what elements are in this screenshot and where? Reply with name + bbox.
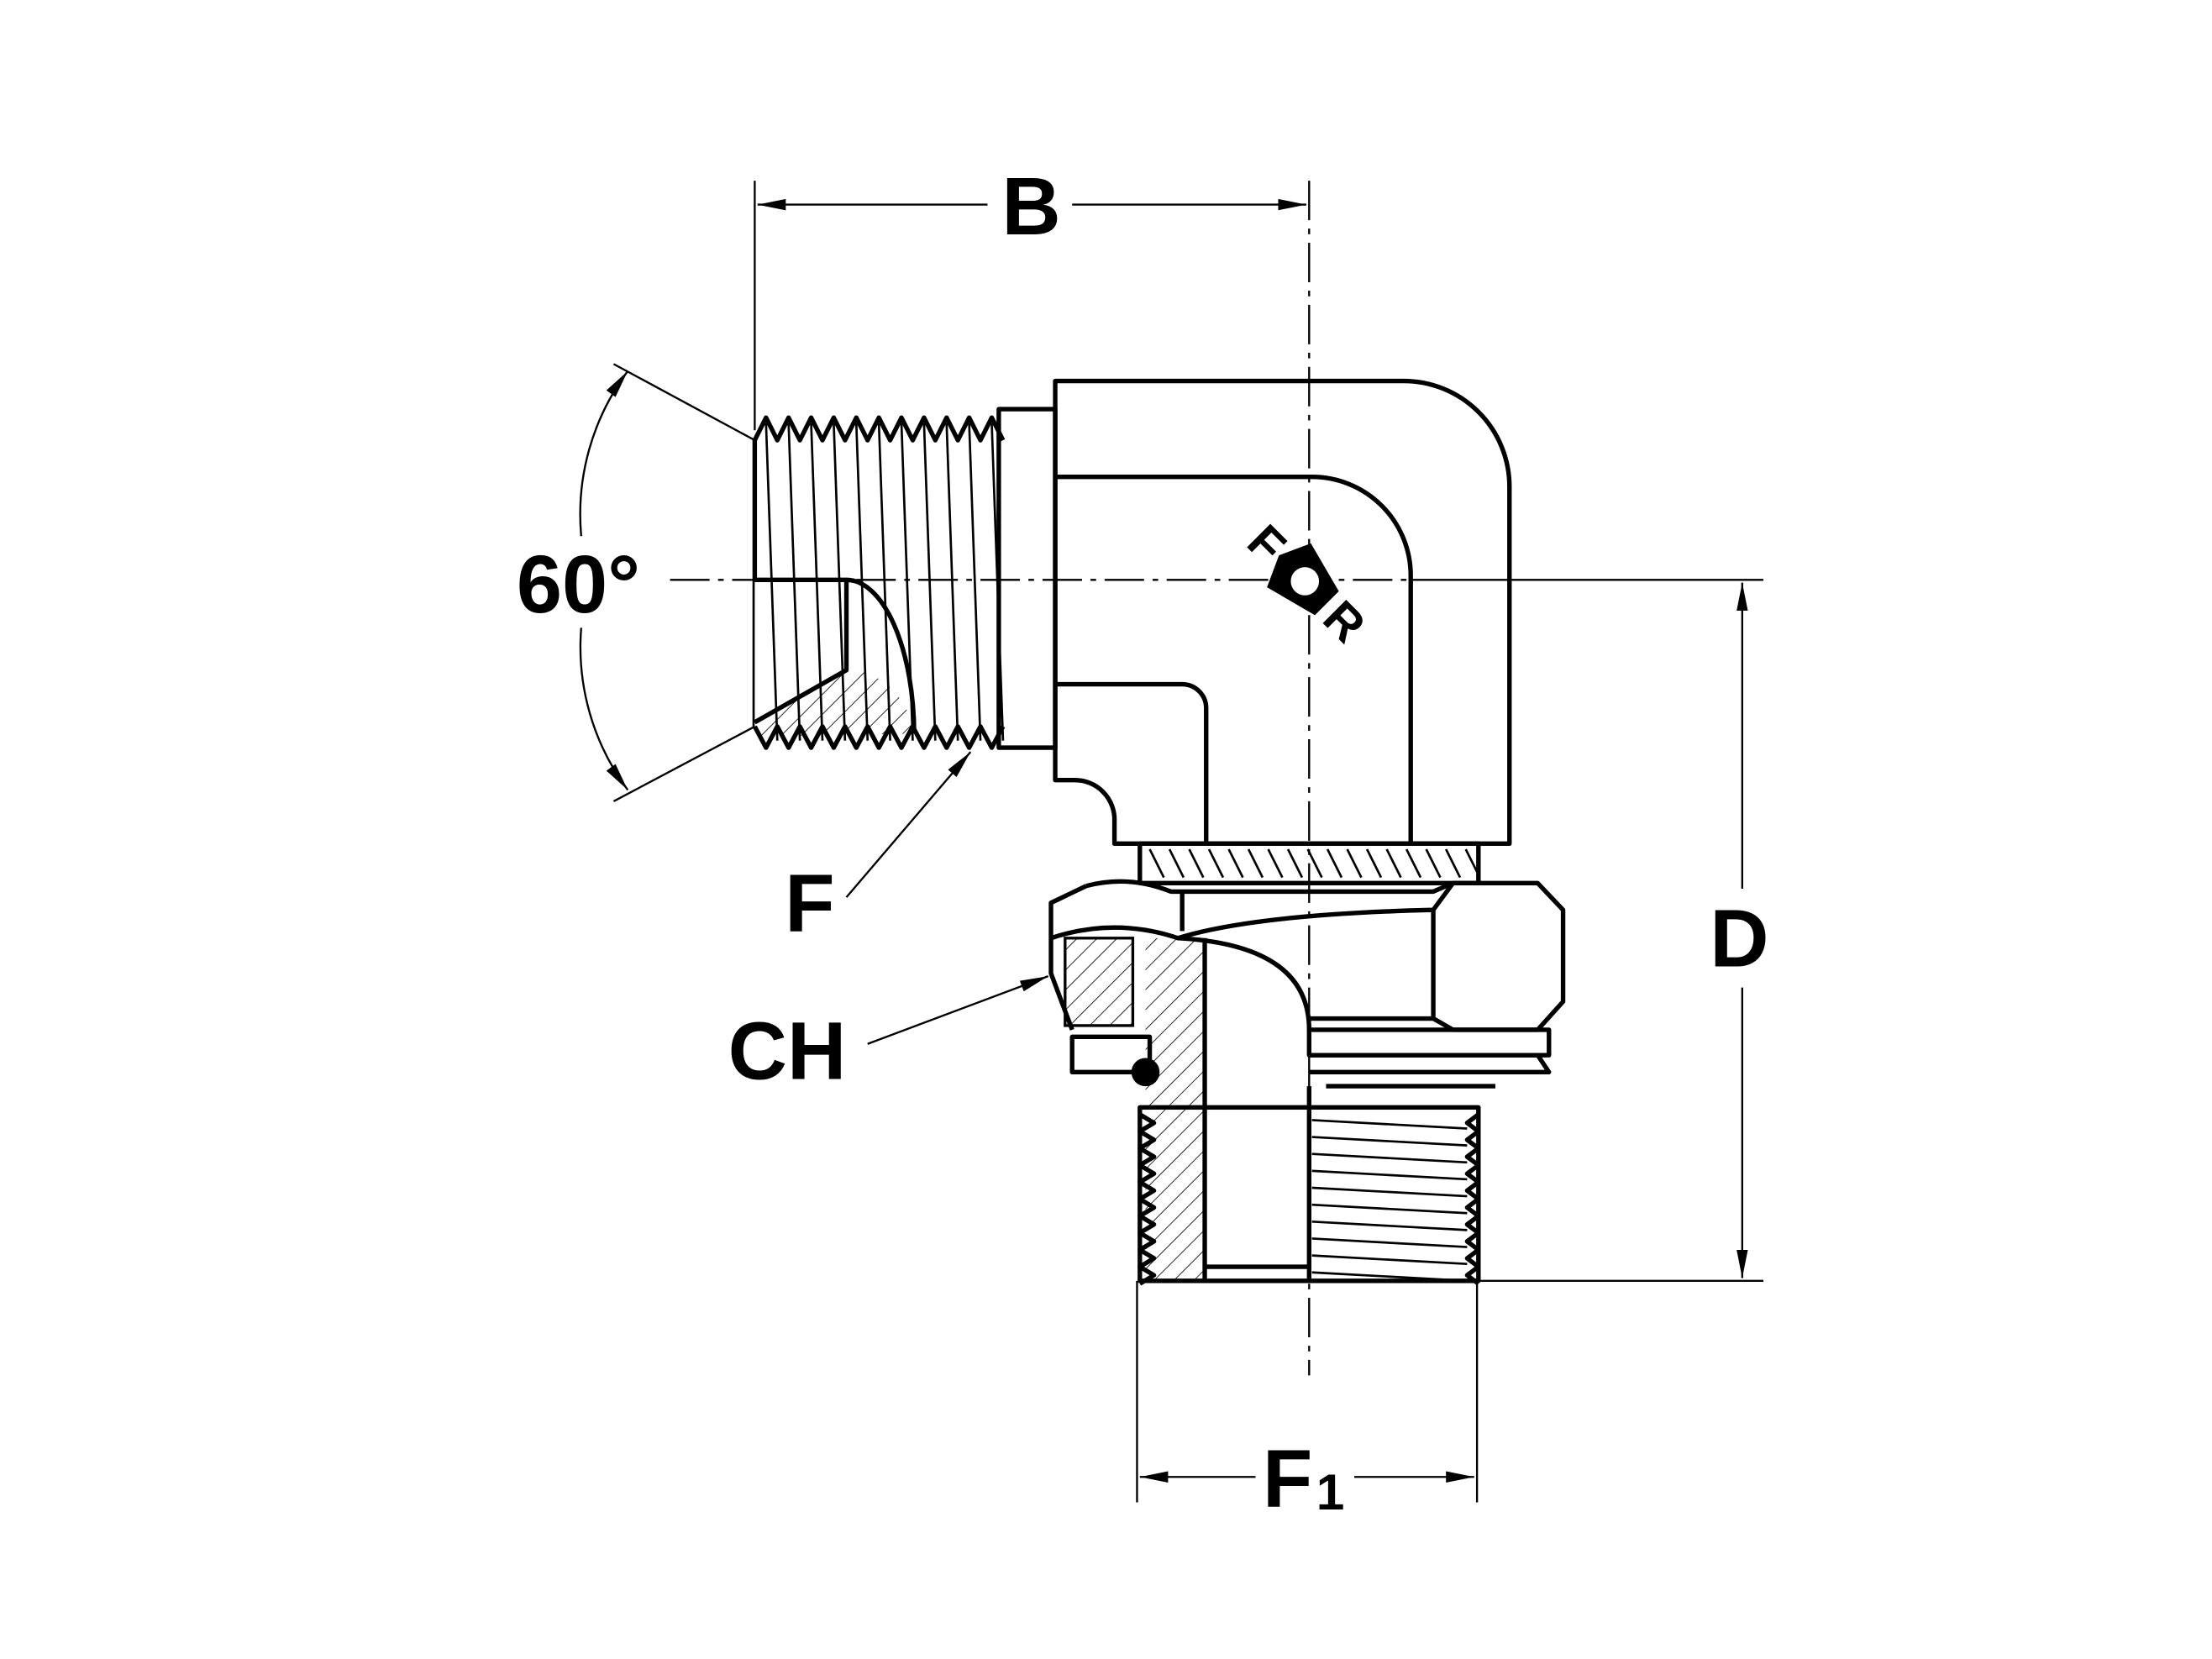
thread-line	[1346, 848, 1363, 879]
locknut-hex	[1048, 841, 1566, 1032]
thread-line	[1385, 848, 1402, 879]
centerlines	[670, 181, 1411, 1376]
thread-line	[1247, 848, 1264, 879]
thread-line	[877, 423, 891, 741]
thread-line	[1286, 848, 1304, 879]
leader-f: F	[785, 751, 972, 948]
thread-line	[1326, 848, 1343, 879]
dimension-d-label: D	[1710, 892, 1768, 984]
hex-ch-label: CH	[728, 1005, 847, 1097]
thread-line	[1306, 848, 1323, 879]
thread-line	[1138, 1112, 1157, 1286]
brand-logo: F R	[1237, 515, 1375, 654]
thread-line	[1311, 1254, 1468, 1266]
thread-line	[900, 423, 914, 741]
elbow-body	[1053, 378, 1512, 846]
angle-label: 60°	[517, 538, 640, 630]
thread-line	[990, 423, 1005, 741]
thread-line	[1311, 1203, 1468, 1215]
thread-line	[833, 423, 847, 741]
thread-line	[854, 423, 870, 741]
thread-line	[1267, 848, 1284, 879]
dimension-f1-subscript: 1	[1316, 1463, 1345, 1520]
thread-line	[1444, 848, 1462, 879]
thread-f-label: F	[785, 857, 834, 948]
dimension-b: B	[754, 160, 1306, 431]
thread-line	[1311, 1186, 1468, 1198]
dimension-f1: F 1	[1136, 1280, 1479, 1525]
thread-line	[1405, 848, 1422, 879]
thread-line	[1425, 848, 1442, 879]
thread-line	[752, 415, 1006, 443]
thread-line	[945, 423, 959, 741]
dimension-d: D	[1411, 579, 1769, 1283]
thread-line	[1227, 848, 1244, 879]
thread-line	[1311, 1119, 1468, 1130]
thread-line	[1168, 848, 1185, 879]
leader-ch: CH	[728, 975, 1049, 1097]
thread-line	[753, 724, 1006, 750]
thread-line	[787, 423, 801, 741]
thread-line	[1148, 848, 1165, 879]
thread-line	[968, 423, 982, 741]
thread-line	[922, 423, 937, 741]
thread-line	[1311, 1271, 1468, 1283]
thread-line	[1311, 1237, 1468, 1248]
thread-line	[1311, 1169, 1468, 1181]
thread-line	[1311, 1152, 1468, 1164]
thread-line	[1464, 848, 1481, 879]
thread-line	[1311, 1220, 1468, 1231]
thread-line	[1311, 1136, 1468, 1147]
thread-line	[764, 423, 779, 741]
male-thread-60-cone	[752, 407, 1058, 750]
dimension-b-label: B	[1001, 160, 1060, 252]
thread-line	[810, 423, 824, 741]
dimension-angle: 60°	[517, 363, 755, 802]
thread-line	[1188, 848, 1205, 879]
stud-thread	[1138, 937, 1481, 1286]
thread-line	[1207, 848, 1225, 879]
thread-line	[1464, 1112, 1481, 1286]
dimension-f1-label: F	[1263, 1433, 1312, 1525]
thread-line	[1365, 848, 1383, 879]
